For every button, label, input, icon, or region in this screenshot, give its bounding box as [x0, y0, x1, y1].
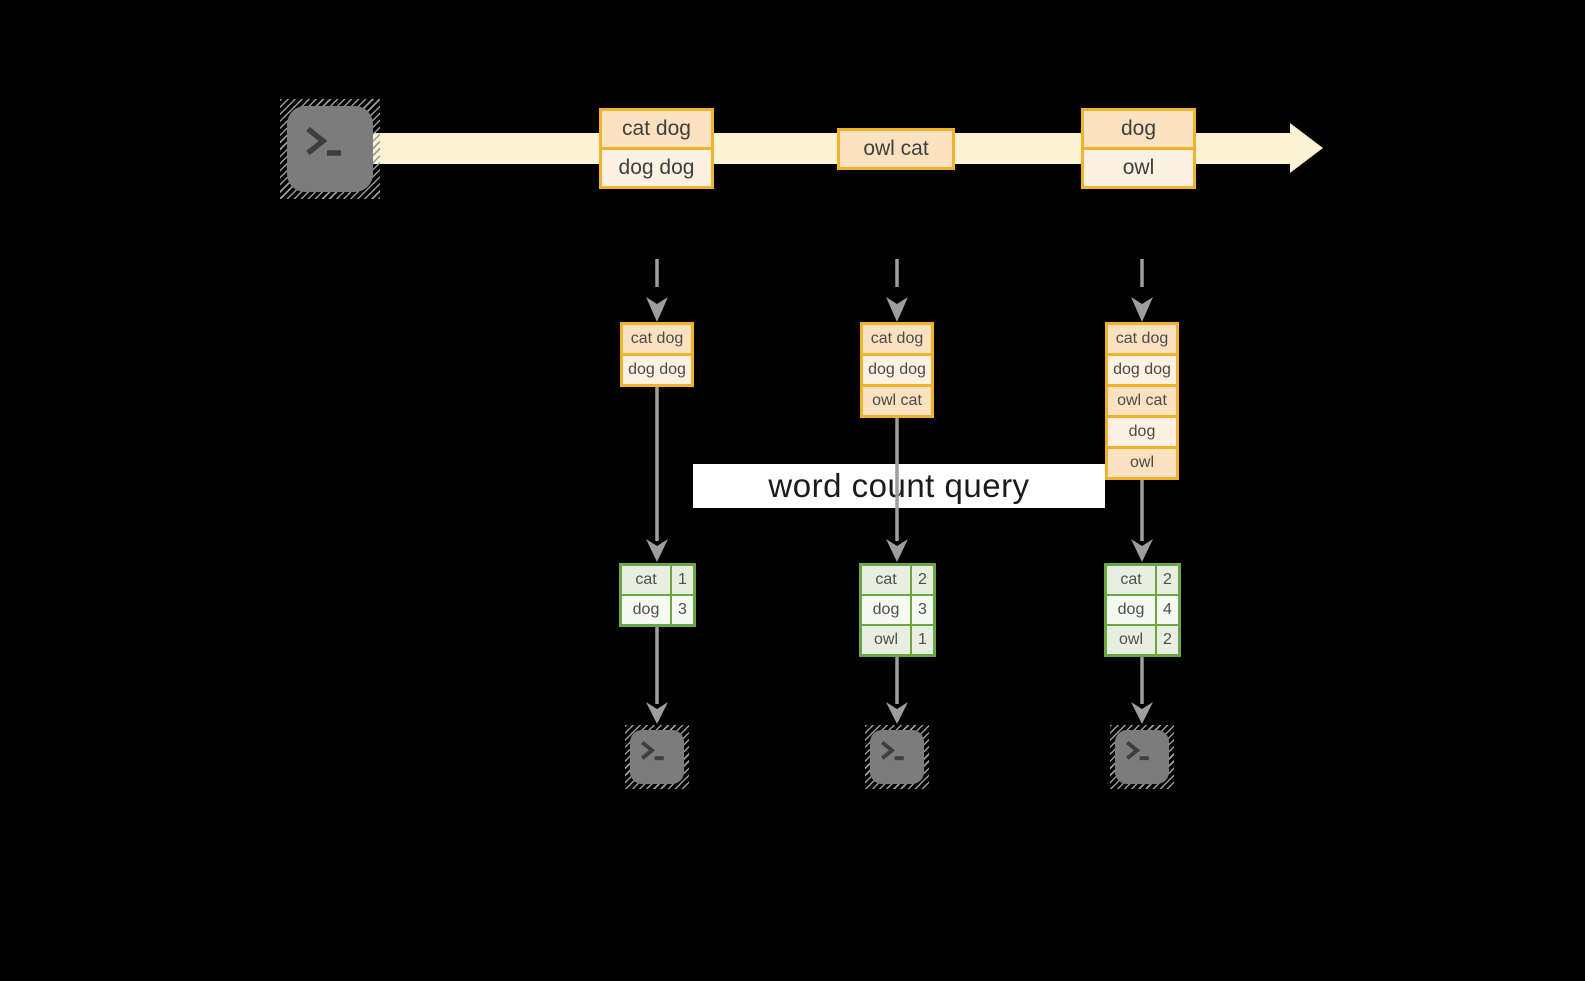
terminal-prompt-icon: [306, 126, 341, 156]
buffer-row: owl cat: [863, 387, 931, 415]
word-cell: owl: [1107, 626, 1155, 654]
word-cell: cat: [862, 566, 910, 594]
stream-message: owl cat: [837, 128, 955, 170]
message-line: dog: [1084, 111, 1193, 147]
table-row: cat 1: [622, 566, 693, 594]
buffer-row: dog dog: [863, 356, 931, 384]
terminal-icon: [280, 99, 380, 199]
terminal-body: [1115, 730, 1169, 784]
word-count-table: cat 1 dog 3: [619, 563, 696, 627]
count-cell: 2: [912, 566, 933, 594]
word-count-table: cat 2 dog 4 owl 2: [1104, 563, 1181, 657]
terminal-prompt-icon: [881, 740, 904, 761]
word-cell: owl: [862, 626, 910, 654]
table-row: dog 4: [1107, 596, 1178, 624]
word-count-table: cat 2 dog 3 owl 1: [859, 563, 936, 657]
message-buffer: cat dog dog dog owl cat: [860, 322, 934, 418]
terminal-prompt-icon: [1126, 740, 1149, 761]
table-row: dog 3: [622, 596, 693, 624]
buffer-row: dog: [1108, 418, 1176, 446]
terminal-icon: [865, 725, 929, 789]
word-cell: cat: [1107, 566, 1155, 594]
query-label: word count query: [693, 464, 1105, 508]
count-cell: 2: [1157, 566, 1178, 594]
count-cell: 3: [672, 596, 693, 624]
table-row: owl 1: [862, 626, 933, 654]
ingest-arrow: [646, 259, 1153, 322]
buffer-row: owl: [1108, 449, 1176, 477]
terminal-prompt-icon: [641, 740, 664, 761]
word-cell: dog: [622, 596, 670, 624]
buffer-row: dog dog: [623, 356, 691, 384]
message-line: owl cat: [840, 131, 952, 167]
terminal-body: [630, 730, 684, 784]
count-cell: 2: [1157, 626, 1178, 654]
count-cell: 4: [1157, 596, 1178, 624]
message-buffer: cat dog dog dog owl cat dog owl: [1105, 322, 1179, 480]
table-row: dog 3: [862, 596, 933, 624]
buffer-row: cat dog: [863, 325, 931, 353]
buffer-row: cat dog: [623, 325, 691, 353]
table-row: owl 2: [1107, 626, 1178, 654]
count-cell: 3: [912, 596, 933, 624]
terminal-body: [870, 730, 924, 784]
stream-message: dog owl: [1081, 108, 1196, 189]
word-cell: dog: [1107, 596, 1155, 624]
table-row: cat 2: [1107, 566, 1178, 594]
stream-message: cat dog dog dog: [599, 108, 714, 189]
count-cell: 1: [672, 566, 693, 594]
word-cell: dog: [862, 596, 910, 624]
message-buffer: cat dog dog dog: [620, 322, 694, 387]
message-line: dog dog: [602, 150, 711, 186]
buffer-row: owl cat: [1108, 387, 1176, 415]
terminal-body: [287, 106, 373, 192]
table-row: cat 2: [862, 566, 933, 594]
word-cell: cat: [622, 566, 670, 594]
stream-arrowhead: [1290, 123, 1323, 173]
message-line: owl: [1084, 150, 1193, 186]
message-line: cat dog: [602, 111, 711, 147]
count-cell: 1: [912, 626, 933, 654]
terminal-icon: [625, 725, 689, 789]
buffer-row: dog dog: [1108, 356, 1176, 384]
terminal-icon: [1110, 725, 1174, 789]
buffer-row: cat dog: [1108, 325, 1176, 353]
